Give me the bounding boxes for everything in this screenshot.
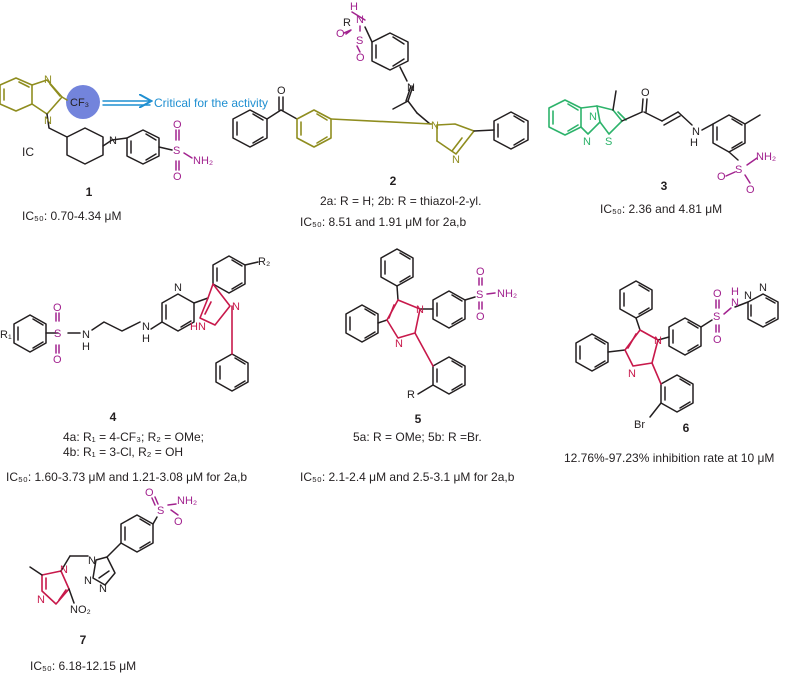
atom-n: N — [628, 368, 636, 380]
compound-2-number: 2 — [390, 174, 397, 188]
nh2-label: NH₂ — [497, 288, 517, 300]
atom-o: O — [53, 302, 62, 314]
r1-label: R₁ — [0, 329, 12, 341]
compound-7-number: 7 — [80, 633, 87, 647]
compound-1-structure — [0, 77, 193, 171]
atom-h: H — [690, 137, 698, 149]
compound-5-variants: 5a: R = OMe; 5b: R =Br. — [353, 430, 482, 444]
atom-n: N — [109, 135, 117, 147]
atom-o: O — [173, 171, 182, 183]
atom-n: N — [589, 111, 597, 123]
atom-n: N — [583, 136, 591, 148]
compound-6-activity: 12.76%-97.23% inhibition rate at 10 μM — [564, 451, 774, 465]
atom-o: O — [641, 87, 650, 99]
atom-n: N — [44, 115, 52, 127]
atom-n: N — [142, 321, 150, 333]
atom-n: N — [82, 329, 90, 341]
compound-5-number: 5 — [415, 412, 422, 426]
compound-1-ic50: IC₅₀: 0.70-4.34 μM — [22, 209, 121, 223]
compound-2-variants: 2a: R = H; 2b: R = thiazol-2-yl. — [320, 194, 481, 208]
atom-h: H — [731, 286, 739, 298]
compound-4-ic50: IC₅₀: 1.60-3.73 μM and 1.21-3.08 μM for … — [6, 470, 247, 484]
atom-s: S — [54, 328, 61, 340]
r2-label: R₂ — [258, 256, 270, 268]
compound-5-ic50: IC₅₀: 2.1-2.4 μM and 2.5-3.1 μM for 2a,b — [300, 470, 515, 484]
atom-n: N — [431, 120, 439, 132]
atom-n: N — [759, 282, 767, 294]
atom-o: O — [713, 288, 722, 300]
atom-n: N — [731, 297, 739, 309]
atom-o: O — [174, 516, 183, 528]
atom-o: O — [277, 85, 286, 97]
compound-4-structure — [13, 255, 259, 392]
atom-n: N — [37, 594, 45, 606]
compound-6-number: 6 — [683, 421, 690, 435]
atom-h: H — [142, 333, 150, 345]
atom-o: O — [145, 487, 154, 499]
atom-s: S — [356, 35, 363, 47]
atom-n: N — [692, 126, 700, 138]
compound-7-ic50: IC₅₀: 6.18-12.15 μM — [30, 659, 136, 673]
atom-s: S — [157, 505, 164, 517]
annotation-text: Critical for the activity — [154, 96, 268, 110]
compound-5-structure — [345, 248, 496, 395]
compound-4-variant-a: 4a: R₁ = 4-CF₃; R₂ = OMe; — [63, 430, 204, 444]
cf3-label: CF₃ — [70, 97, 89, 109]
atom-n: N — [60, 564, 68, 576]
atom-n: N — [744, 290, 752, 302]
atom-s: S — [605, 136, 612, 148]
atom-o: O — [476, 266, 485, 278]
nh2-label: NH₂ — [756, 151, 776, 163]
atom-n: N — [654, 335, 662, 347]
atom-n: N — [88, 555, 96, 567]
atom-n: N — [174, 282, 182, 294]
compound-1-number: 1 — [86, 185, 93, 199]
compound-1-ic-note: IC — [22, 145, 34, 159]
compound-4-variant-b: 4b: R₁ = 3-Cl, R₂ = OH — [63, 445, 183, 459]
atom-n: N — [395, 338, 403, 350]
atom-n: N — [416, 304, 424, 316]
atom-o: O — [336, 28, 345, 40]
atom-o: O — [173, 119, 182, 131]
compound-4-number: 4 — [110, 410, 117, 424]
compound-3-number: 3 — [661, 179, 668, 193]
cf3-highlight — [66, 85, 100, 119]
atom-o: O — [356, 52, 365, 64]
atom-h: H — [350, 1, 358, 13]
atom-o: O — [746, 184, 755, 196]
atom-n: N — [232, 301, 240, 313]
atom-s: S — [173, 145, 180, 157]
atom-h: H — [82, 341, 90, 353]
atom-n: N — [84, 575, 92, 587]
atom-s: S — [713, 311, 720, 323]
atom-hn: HN — [190, 321, 206, 333]
nh2-label: NH₂ — [193, 155, 213, 167]
atom-n: N — [99, 583, 107, 595]
compound-7-structure — [29, 496, 179, 605]
compound-2-structure — [232, 11, 529, 155]
compound-3-structure — [548, 90, 761, 184]
atom-s: S — [735, 164, 742, 176]
compound-3-ic50: IC₅₀: 2.36 and 4.81 μM — [600, 202, 722, 216]
nh2-label: NH₂ — [177, 495, 197, 507]
atom-n: N — [356, 14, 364, 26]
no2-label: NO₂ — [70, 604, 91, 616]
compound-6-structure — [575, 280, 779, 418]
atom-o: O — [713, 334, 722, 346]
r-group-label: R — [343, 17, 351, 29]
r-group-label: R — [407, 389, 415, 401]
atom-o: O — [717, 171, 726, 183]
atom-n: N — [452, 154, 460, 166]
compound-2-ic50: IC₅₀: 8.51 and 1.91 μM for 2a,b — [300, 215, 466, 229]
atom-n: N — [44, 74, 52, 86]
atom-o: O — [476, 311, 485, 323]
atom-n: N — [407, 82, 415, 94]
atom-o: O — [53, 354, 62, 366]
atom-s: S — [476, 289, 483, 301]
br-label: Br — [634, 419, 645, 431]
